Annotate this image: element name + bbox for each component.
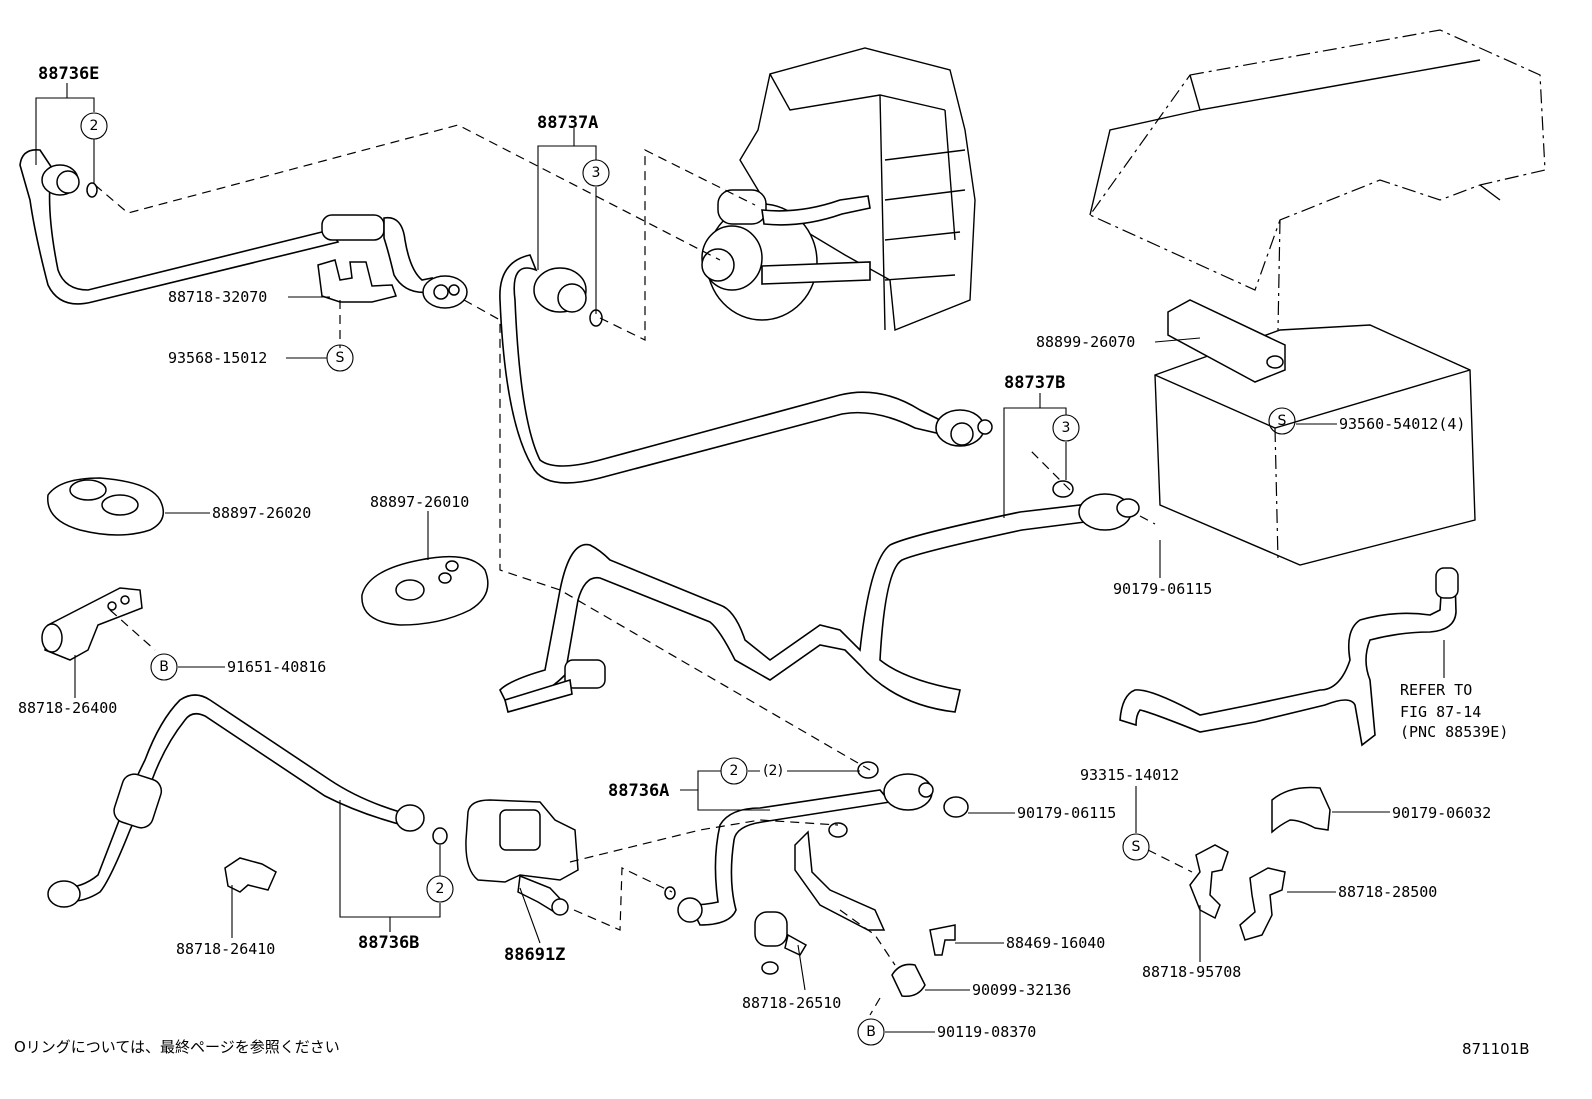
callout-s-93568: S [336, 350, 345, 366]
part-label-90119-08370[interactable]: 90119-08370 [937, 1023, 1036, 1041]
figure-code: 871101B [1462, 1040, 1530, 1058]
refer-text-line1: REFER TO [1400, 681, 1472, 699]
part-label-88718-26400[interactable]: 88718-26400 [18, 699, 117, 717]
clamp-88718-28500-drawing [1239, 867, 1286, 941]
callout-b-91651: B [159, 659, 169, 675]
hose-88736A-drawing [664, 761, 934, 926]
grommet-88897-26010-drawing [361, 555, 489, 626]
valve-88691Z-drawing [465, 799, 579, 916]
part-label-88691Z[interactable]: 88691Z [504, 945, 565, 965]
callout-3-88737A: 3 [592, 165, 601, 181]
clip-90179-06032-drawing [1271, 786, 1331, 834]
callout-b-90119: B [866, 1024, 876, 1040]
callout-s-93315: S [1132, 839, 1141, 855]
callout-circles [80, 112, 1296, 1046]
refer-text-line2: FIG 87-14 [1400, 703, 1481, 721]
part-label-88736B[interactable]: 88736B [358, 933, 419, 953]
part-label-88718-28500[interactable]: 88718-28500 [1338, 883, 1437, 901]
callout-s-93560: S [1278, 413, 1287, 429]
pipe-88737B-drawing [499, 480, 1140, 713]
clamp-88718-32070-drawing [317, 259, 397, 303]
o-ring-note: Oリングについては、最終ページを参照ください [14, 1038, 340, 1056]
callout-3-88737B: 3 [1062, 420, 1071, 436]
leader-lines [35, 83, 1445, 1033]
part-label-88897-26010[interactable]: 88897-26010 [370, 493, 469, 511]
part-label-88737A[interactable]: 88737A [537, 113, 598, 133]
part-label-88718-95708[interactable]: 88718-95708 [1142, 963, 1241, 981]
part-label-88469-16040[interactable]: 88469-16040 [1006, 934, 1105, 952]
refer-text-line3[interactable]: (PNC 88539E) [1400, 723, 1508, 741]
part-label-88736A[interactable]: 88736A [608, 781, 669, 801]
part-label-90179-06032[interactable]: 90179-06032 [1392, 804, 1491, 822]
part-label-88718-26510[interactable]: 88718-26510 [742, 994, 841, 1012]
callout-2-paren-88736A: (2) [763, 763, 783, 779]
part-label-88718-32070[interactable]: 88718-32070 [168, 288, 267, 306]
part-label-88718-26410[interactable]: 88718-26410 [176, 940, 275, 958]
part-label-93560-54012[interactable]: 93560-54012(4) [1339, 415, 1465, 433]
pipe-88736E-drawing [19, 148, 468, 309]
callout-2-88736A: 2 [730, 763, 739, 779]
part-label-93568-15012[interactable]: 93568-15012 [168, 349, 267, 367]
bracket-drawing [754, 796, 969, 998]
part-label-93315-14012[interactable]: 93315-14012 [1080, 766, 1179, 784]
callout-2-88736E: 2 [90, 118, 99, 134]
part-label-88737B[interactable]: 88737B [1004, 373, 1065, 393]
reference-lines [94, 124, 1193, 1016]
pipe-88736B-drawing [47, 694, 448, 908]
part-label-90099-32136[interactable]: 90099-32136 [972, 981, 1071, 999]
clamp-88718-26400-drawing [41, 587, 143, 661]
clamp-88718-95708-drawing [1189, 844, 1229, 920]
part-label-90179-06115-upper[interactable]: 90179-06115 [1113, 580, 1212, 598]
callout-2-88736B: 2 [436, 881, 445, 897]
part-label-90179-06115-lower[interactable]: 90179-06115 [1017, 804, 1116, 822]
part-label-91651-40816[interactable]: 91651-40816 [227, 658, 326, 676]
reference-hose-drawing [1119, 567, 1459, 747]
clamp-88718-26410-drawing [224, 857, 277, 893]
part-label-88899-26070[interactable]: 88899-26070 [1036, 333, 1135, 351]
part-label-88897-26020[interactable]: 88897-26020 [212, 504, 311, 522]
grommet-88897-26020-drawing [47, 477, 165, 536]
heater-box-drawing [1089, 29, 1546, 566]
hose-88737A-drawing [499, 254, 993, 484]
cooling-unit-drawing [701, 47, 976, 331]
part-label-88736E[interactable]: 88736E [38, 64, 99, 84]
